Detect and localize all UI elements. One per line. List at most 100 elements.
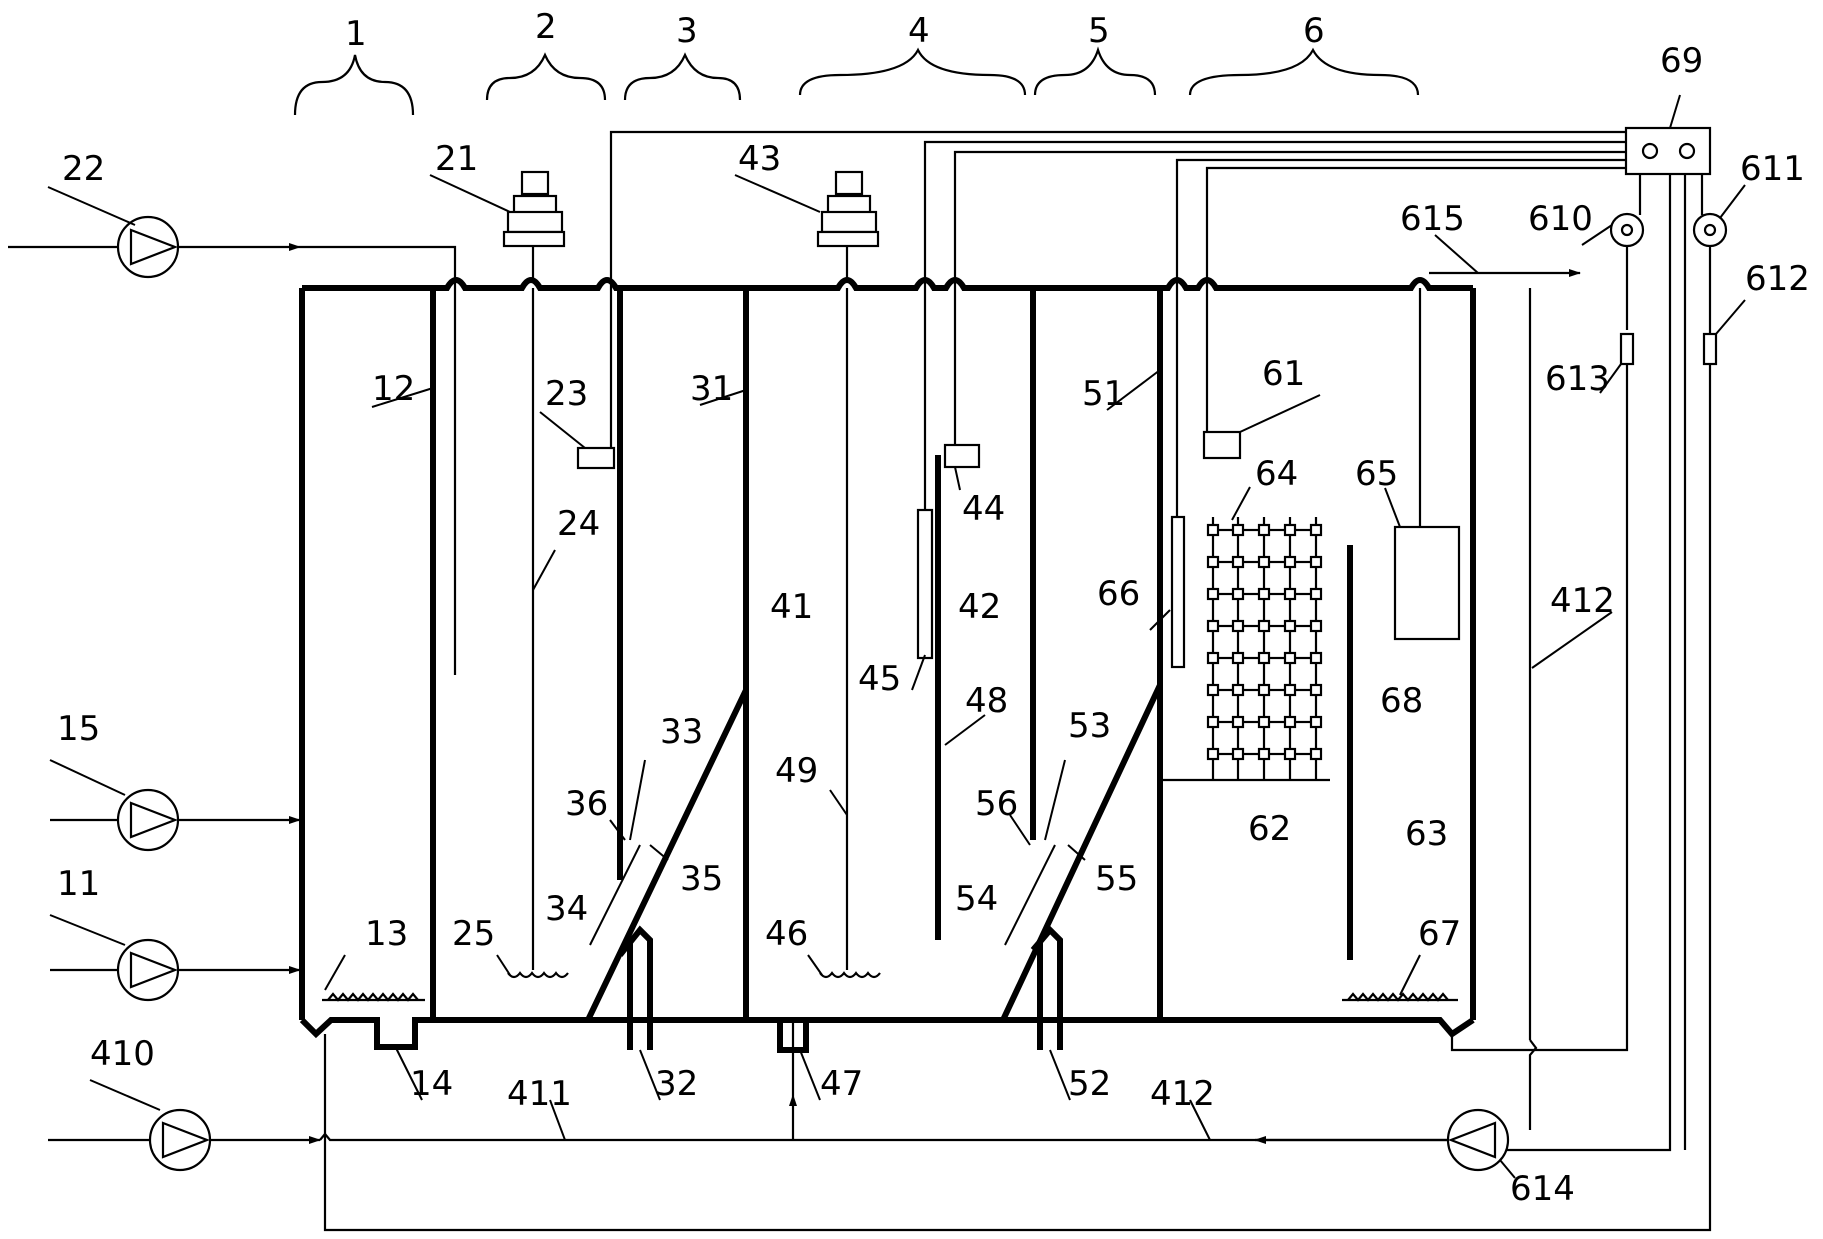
pump-15-triangle [129, 801, 179, 839]
label-45: 45 [858, 659, 901, 699]
label-46: 46 [765, 914, 808, 954]
media-carrier [1206, 651, 1220, 665]
air-line-611 [323, 364, 1712, 1232]
leader-614 [1499, 1159, 1516, 1179]
blower-611 [323, 212, 1728, 1232]
tank-top-wall [302, 277, 1473, 291]
leader-44 [954, 466, 961, 491]
control-line-61 [1205, 166, 1626, 288]
pump-410 [148, 1108, 212, 1172]
valve-613 [1619, 332, 1635, 366]
media-carrier [1206, 523, 1220, 537]
label-41: 41 [770, 587, 813, 627]
leader-412b [1189, 1099, 1211, 1141]
label-610: 610 [1528, 199, 1593, 239]
label-51: 51 [1082, 374, 1125, 414]
control-line-23 [609, 130, 1626, 288]
label-34: 34 [545, 889, 588, 929]
aerator-13 [322, 992, 425, 1002]
aerator-13-bubbles [327, 992, 419, 1002]
media-carrier [1309, 747, 1323, 761]
zone-label-4: 4 [908, 11, 930, 51]
pump-614-triangle [1447, 1121, 1497, 1159]
media-carrier [1283, 587, 1297, 601]
label-25: 25 [452, 914, 495, 954]
pump-614 [1446, 1108, 1510, 1172]
leader-611 [1719, 184, 1746, 219]
pump-15 [116, 788, 180, 852]
label-611: 611 [1740, 149, 1805, 189]
leader-34 [589, 844, 641, 946]
zone-label-3: 3 [676, 11, 698, 51]
media-carrier [1283, 523, 1297, 537]
motor-43-body2 [820, 210, 878, 234]
label-21: 21 [435, 139, 478, 179]
leader-412a [1531, 611, 1613, 669]
leader-65 [1384, 487, 1401, 528]
leader-lines [47, 94, 1746, 1179]
valve-612 [1702, 332, 1718, 366]
leader-11 [49, 914, 126, 946]
label-44: 44 [962, 489, 1005, 529]
label-36: 36 [565, 784, 608, 824]
media-carrier [1283, 619, 1297, 633]
media-carrier [1283, 747, 1297, 761]
tube-66 [1170, 515, 1186, 669]
leader-13 [324, 954, 346, 991]
sensor-61 [1202, 430, 1242, 460]
pipe-411 [319, 1132, 1448, 1142]
label-412b: 412 [1150, 1074, 1215, 1114]
label-43: 43 [738, 139, 781, 179]
label-69: 69 [1660, 41, 1703, 81]
sensor-44 [943, 443, 981, 469]
internal-pipes [453, 288, 1461, 970]
label-55: 55 [1095, 859, 1138, 899]
label-411: 411 [507, 1074, 572, 1114]
label-68: 68 [1380, 681, 1423, 721]
label-15: 15 [57, 709, 100, 749]
media-carrier [1257, 651, 1271, 665]
label-35: 35 [680, 859, 723, 899]
partitions [430, 288, 1353, 1050]
leader-54 [1004, 844, 1056, 946]
pump-614-body [1446, 1108, 1510, 1172]
box-65 [1393, 525, 1461, 641]
media-carrier [1206, 587, 1220, 601]
leader-15 [49, 759, 126, 796]
leader-36 [609, 819, 626, 841]
leader-610 [1581, 224, 1613, 246]
leader-24 [532, 549, 556, 591]
media-carrier [1283, 651, 1297, 665]
control-line-614 [1500, 174, 1672, 1152]
impeller-46 [819, 971, 881, 979]
controller-69-knob-1 [1641, 142, 1659, 160]
label-54: 54 [955, 879, 998, 919]
label-65: 65 [1355, 454, 1398, 494]
brace-zone-5 [1033, 46, 1157, 96]
label-48: 48 [965, 681, 1008, 721]
leader-47 [799, 1049, 821, 1101]
media-carrier [1309, 715, 1323, 729]
leader-64 [1231, 486, 1251, 521]
media-carrier [1257, 715, 1271, 729]
pump-11-triangle [129, 951, 179, 989]
leader-52 [1049, 1049, 1071, 1101]
media-carrier [1283, 683, 1297, 697]
label-31: 31 [690, 369, 733, 409]
label-47: 47 [820, 1064, 863, 1104]
blower-610-core [1620, 223, 1634, 237]
media-carrier [1206, 747, 1220, 761]
label-61: 61 [1262, 354, 1305, 394]
label-14: 14 [410, 1064, 453, 1104]
aerator-67 [1342, 992, 1458, 1002]
label-11: 11 [57, 864, 100, 904]
leader-22 [47, 186, 136, 226]
media-module-64 [1206, 517, 1323, 780]
media-carrier [1206, 555, 1220, 569]
leader-46 [807, 954, 823, 976]
leader-31 [699, 389, 747, 406]
blower-611-core [1703, 223, 1717, 237]
label-23: 23 [545, 374, 588, 414]
media-carrier [1309, 555, 1323, 569]
